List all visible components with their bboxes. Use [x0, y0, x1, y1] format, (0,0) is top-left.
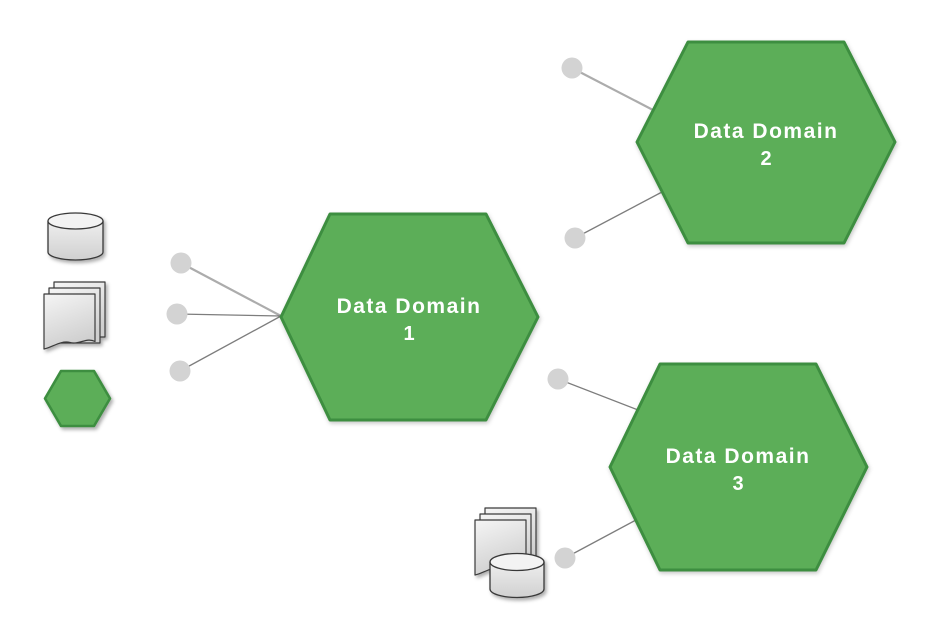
data-domain-3-hexagon [608, 362, 869, 572]
hexagon-icon [43, 369, 112, 428]
documents-icon [43, 281, 106, 350]
connector-line [557, 378, 639, 411]
source-icons-left [43, 212, 112, 428]
connector-endpoint [170, 252, 192, 274]
connector-line [176, 313, 282, 317]
data-domain-2-hexagon [635, 40, 897, 245]
data-domain-1-hexagon [279, 212, 540, 422]
data-domain-1-label: Data Domain [337, 295, 482, 318]
connector-endpoint [561, 57, 583, 79]
connector-endpoint [547, 368, 569, 390]
connector-line [179, 261, 283, 318]
data-domain-3-number: 3 [732, 473, 743, 495]
data-domain-3-label: Data Domain [666, 445, 811, 468]
connector-endpoint [554, 547, 576, 569]
database-icon [47, 212, 104, 261]
data-domain-2-label: Data Domain [694, 120, 839, 143]
data-domain-2-number: 2 [760, 148, 771, 170]
connectors [176, 66, 663, 559]
node-data-domain-3: Data Domain 3 [608, 362, 869, 572]
node-data-domain-1: Data Domain 1 [279, 212, 540, 422]
connector-endpoint [166, 303, 188, 325]
connector-endpoints [166, 57, 586, 569]
connector-line [574, 191, 663, 239]
connector-line [564, 519, 637, 559]
connector-endpoint [564, 227, 586, 249]
database-icon [489, 552, 545, 599]
connector-line [570, 66, 655, 112]
node-data-domain-2: Data Domain 2 [635, 40, 897, 245]
source-icons-bottom [474, 507, 545, 599]
connector-endpoint [169, 360, 191, 382]
data-domain-1-number: 1 [403, 323, 414, 345]
connector-line [179, 315, 282, 372]
